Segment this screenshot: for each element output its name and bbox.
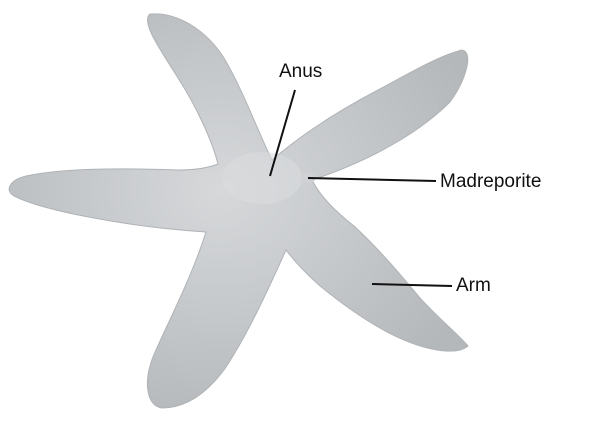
starfish-body	[9, 14, 468, 408]
madreporite-leader-line	[308, 178, 436, 181]
arm-label: Arm	[456, 276, 491, 295]
madreporite-label: Madreporite	[440, 172, 541, 191]
anus-label: Anus	[279, 62, 322, 81]
central-disc-highlight	[222, 152, 302, 204]
